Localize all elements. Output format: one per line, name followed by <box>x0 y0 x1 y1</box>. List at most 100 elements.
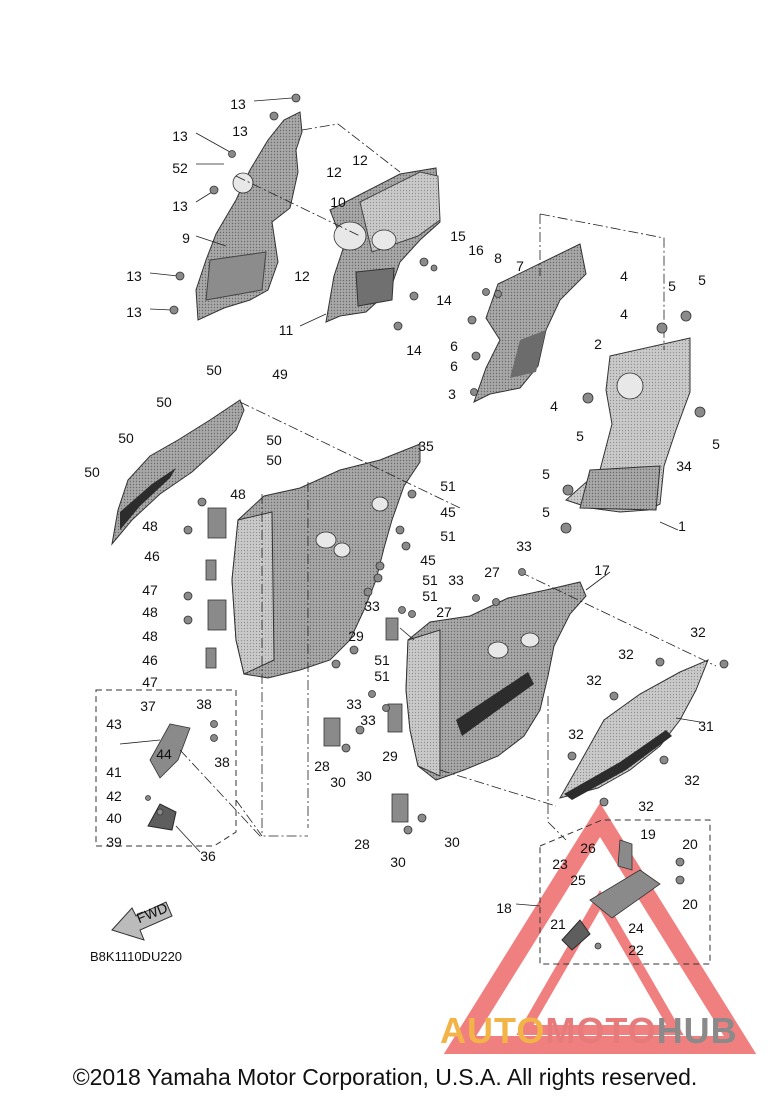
callout-38: 38 <box>214 754 230 770</box>
callout-30: 30 <box>356 768 372 784</box>
callout-50: 50 <box>118 430 134 446</box>
part-11-upper-rear-panel <box>325 167 441 323</box>
callout-12: 12 <box>294 268 310 284</box>
callout-8: 8 <box>494 250 502 266</box>
callout-2: 2 <box>594 336 602 352</box>
callout-50: 50 <box>266 432 282 448</box>
callout-48: 48 <box>142 628 158 644</box>
callout-28: 28 <box>314 758 330 774</box>
callout-5: 5 <box>576 428 584 444</box>
callout-51: 51 <box>374 668 390 684</box>
callout-9: 9 <box>182 230 190 246</box>
callout-12: 12 <box>326 164 342 180</box>
callout-47: 47 <box>142 582 158 598</box>
callout-27: 27 <box>436 604 452 620</box>
callout-11: 11 <box>279 322 294 338</box>
callout-33: 33 <box>516 538 532 554</box>
callout-51: 51 <box>422 588 438 604</box>
watermark-auto: AUTO <box>440 1010 546 1051</box>
callout-28: 28 <box>354 836 370 852</box>
callout-48: 48 <box>142 518 158 534</box>
callout-10: 10 <box>330 194 346 210</box>
callout-51: 51 <box>440 528 456 544</box>
box-36 <box>95 689 237 847</box>
callout-29: 29 <box>348 628 364 644</box>
callout-43: 43 <box>106 716 122 732</box>
callout-6: 6 <box>450 358 458 374</box>
callout-32: 32 <box>618 646 634 662</box>
callout-1: 1 <box>678 518 686 534</box>
callout-30: 30 <box>444 834 460 850</box>
part-36-latch-assembly <box>119 723 191 831</box>
callout-50: 50 <box>266 452 282 468</box>
callout-32: 32 <box>586 672 602 688</box>
copyright-notice: ©2018 Yamaha Motor Corporation, U.S.A. A… <box>72 1064 698 1090</box>
callout-48: 48 <box>142 604 158 620</box>
callout-50: 50 <box>84 464 100 480</box>
callout-36: 36 <box>200 848 216 864</box>
callout-33: 33 <box>448 572 464 588</box>
callout-13: 13 <box>172 198 188 214</box>
callout-6: 6 <box>450 338 458 354</box>
callout-12: 12 <box>352 152 368 168</box>
callout-40: 40 <box>106 810 122 826</box>
callout-21: 21 <box>550 916 566 932</box>
callout-51: 51 <box>374 652 390 668</box>
callout-13: 13 <box>172 128 188 144</box>
callout-24: 24 <box>628 920 644 936</box>
callout-17: 17 <box>594 562 610 578</box>
callout-32: 32 <box>684 772 700 788</box>
callout-50: 50 <box>206 362 222 378</box>
part-17-right-door-inner <box>405 581 587 781</box>
callout-34: 34 <box>676 458 692 474</box>
callout-52: 52 <box>172 160 188 176</box>
callout-35: 35 <box>418 438 434 454</box>
callout-18: 18 <box>496 900 512 916</box>
fasteners <box>145 93 729 950</box>
callout-45: 45 <box>420 552 436 568</box>
fwd-arrow-icon: FWD <box>111 899 173 941</box>
callout-7: 7 <box>516 258 524 274</box>
part-9-left-upper-cover <box>195 111 303 321</box>
callout-5: 5 <box>542 466 550 482</box>
callout-42: 42 <box>106 788 122 804</box>
hinge-brackets <box>205 507 409 823</box>
watermark-moto: MOTO <box>545 1010 657 1051</box>
callout-14: 14 <box>406 342 422 358</box>
part-1-right-front-cover <box>565 337 691 513</box>
watermark-hub: HUB <box>656 1010 738 1051</box>
part-center-side-panel <box>473 243 587 404</box>
callout-44: 44 <box>156 746 172 762</box>
callout-3: 3 <box>448 386 456 402</box>
callout-19: 19 <box>640 826 656 842</box>
callout-30: 30 <box>330 774 346 790</box>
callout-33: 33 <box>360 712 376 728</box>
callout-46: 46 <box>144 548 160 564</box>
diagram-code: B8K1110DU220 <box>90 949 183 964</box>
callout-30: 30 <box>390 854 406 870</box>
callout-26: 26 <box>580 840 596 856</box>
callout-5: 5 <box>698 272 706 288</box>
callout-37: 37 <box>140 698 156 714</box>
leader-lines <box>149 97 701 907</box>
part-31-right-door-outer <box>558 659 709 800</box>
callout-5: 5 <box>668 278 676 294</box>
callout-14: 14 <box>436 292 452 308</box>
callout-39: 39 <box>106 834 122 850</box>
callout-45: 45 <box>440 504 456 520</box>
callout-32: 32 <box>638 798 654 814</box>
callout-51: 51 <box>440 478 456 494</box>
watermark-triangle <box>443 802 757 1054</box>
callout-13: 13 <box>126 268 142 284</box>
assembly-lines <box>179 123 717 841</box>
callout-32: 32 <box>690 624 706 640</box>
callout-23: 23 <box>552 856 568 872</box>
callout-32: 32 <box>568 726 584 742</box>
callout-4: 4 <box>550 398 558 414</box>
callout-5: 5 <box>712 436 720 452</box>
callout-4: 4 <box>620 268 628 284</box>
callout-41: 41 <box>106 764 122 780</box>
callout-38: 38 <box>196 696 212 712</box>
